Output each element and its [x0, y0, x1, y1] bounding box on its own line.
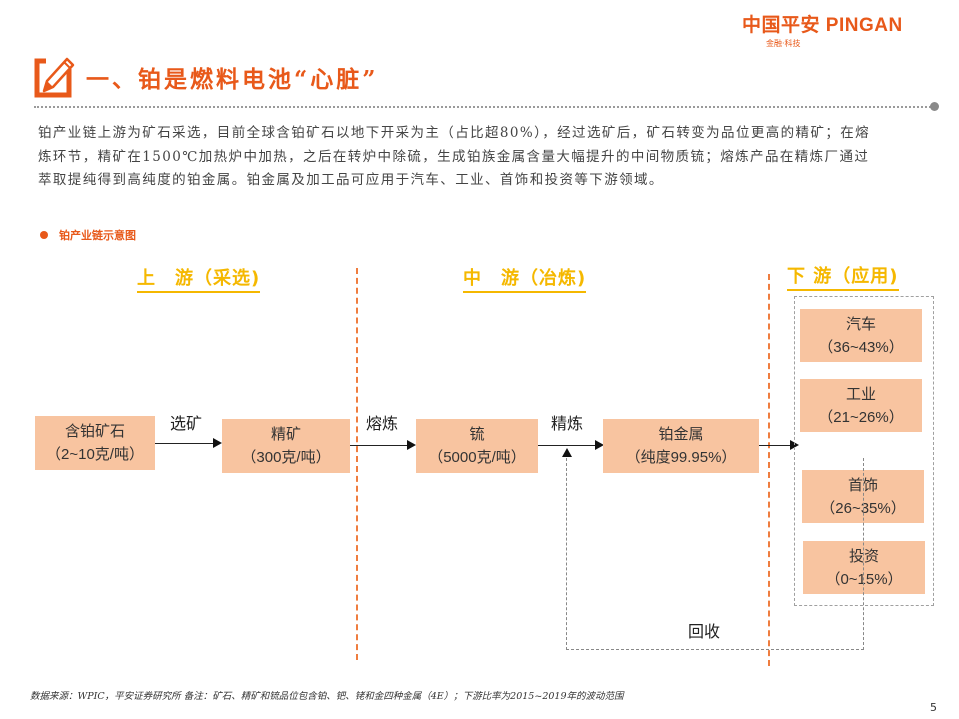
- stage-divider-2: [768, 274, 770, 666]
- node-ore-value: （2~10克/吨）: [46, 446, 144, 463]
- process-beneficiation: 选矿: [170, 414, 203, 433]
- arrow-head-icon: [213, 438, 222, 448]
- process-refining: 精炼: [551, 414, 584, 433]
- stage-upstream-header: 上 游（采选): [137, 264, 261, 293]
- node-platinum-value: （纯度99.95%）: [625, 449, 737, 466]
- arrow-platinum-to-applications: [759, 445, 791, 446]
- arrow-ore-to-concentrate: [155, 443, 214, 444]
- node-concentrate-value: （300克/吨）: [241, 449, 331, 466]
- app-automotive-share: （36~43%）: [818, 338, 904, 356]
- page-number: 5: [930, 701, 937, 714]
- intro-line: 铂产业链上游为矿石采选，目前全球含铂矿石以地下开采为主（占比超80%），经过选矿…: [38, 125, 871, 141]
- node-matte-value: （5000克/吨）: [428, 449, 526, 466]
- page-title: 一、铂是燃料电池“心脏”: [86, 66, 379, 93]
- intro-paragraph: 铂产业链上游为矿石采选，目前全球含铂矿石以地下开采为主（占比超80%），经过选矿…: [38, 122, 938, 193]
- app-industrial-share: （21~26%）: [818, 408, 904, 426]
- node-concentrate-name: 精矿: [270, 425, 301, 443]
- app-automotive-name: 汽车: [845, 314, 876, 333]
- divider-end-dot: [930, 102, 939, 111]
- stage-downstream-header: 下 游（应用): [787, 262, 899, 291]
- app-automotive: 汽车 （36~43%）: [800, 309, 922, 362]
- title-divider: [34, 106, 934, 108]
- node-platinum-name: 铂金属: [658, 425, 704, 443]
- pencil-checkbox-icon: [34, 53, 80, 99]
- loop-gap: [864, 606, 865, 618]
- intro-line: 萃取提纯得到高纯度的铂金属。铂金属及加工品可应用于汽车、工业、首饰和投资等下游领…: [38, 172, 664, 188]
- arrow-concentrate-to-matte: [350, 445, 408, 446]
- arrow-head-icon: [595, 440, 604, 450]
- app-investment-share: （0~15%）: [825, 570, 903, 588]
- bullet-dot-icon: [40, 231, 48, 239]
- node-ore-name: 含铂矿石: [64, 422, 125, 440]
- app-jewelry-name: 首饰: [847, 475, 878, 494]
- applications-group: [794, 296, 934, 606]
- node-concentrate: 精矿 （300克/吨）: [222, 419, 350, 473]
- process-smelting: 熔炼: [366, 414, 399, 433]
- node-matte: 锍 （5000克/吨）: [416, 419, 538, 473]
- node-platinum: 铂金属 （纯度99.95%）: [603, 419, 759, 473]
- arrow-matte-to-platinum: [538, 445, 596, 446]
- stage-divider-1: [356, 268, 358, 660]
- recycle-label: 回收: [688, 622, 721, 641]
- stage-midstream-header: 中 游（冶炼): [463, 264, 587, 293]
- diagram-caption: 铂产业链示意图: [59, 229, 136, 242]
- node-ore: 含铂矿石 （2~10克/吨）: [35, 416, 155, 470]
- node-matte-name: 锍: [469, 425, 485, 443]
- app-investment: 投资 （0~15%）: [803, 541, 925, 594]
- app-industrial: 工业 （21~26%）: [800, 379, 922, 432]
- logo-tagline: 金融·科技: [766, 39, 801, 48]
- data-source-note: 数据来源：WPIC，平安证券研究所 备注：矿石、精矿和锍品位包含铂、钯、铑和金四…: [30, 691, 624, 702]
- intro-line: 炼环节，精矿在1500℃加热炉中加热，之后在转炉中除硫，生成铂族金属含量大幅提升…: [38, 148, 870, 165]
- recycle-loop-path: [566, 458, 864, 650]
- pingan-logo: 中国平安 PINGAN: [742, 15, 903, 36]
- arrow-head-icon: [407, 440, 416, 450]
- arrow-up-icon: [562, 448, 572, 457]
- app-industrial-name: 工业: [845, 384, 876, 403]
